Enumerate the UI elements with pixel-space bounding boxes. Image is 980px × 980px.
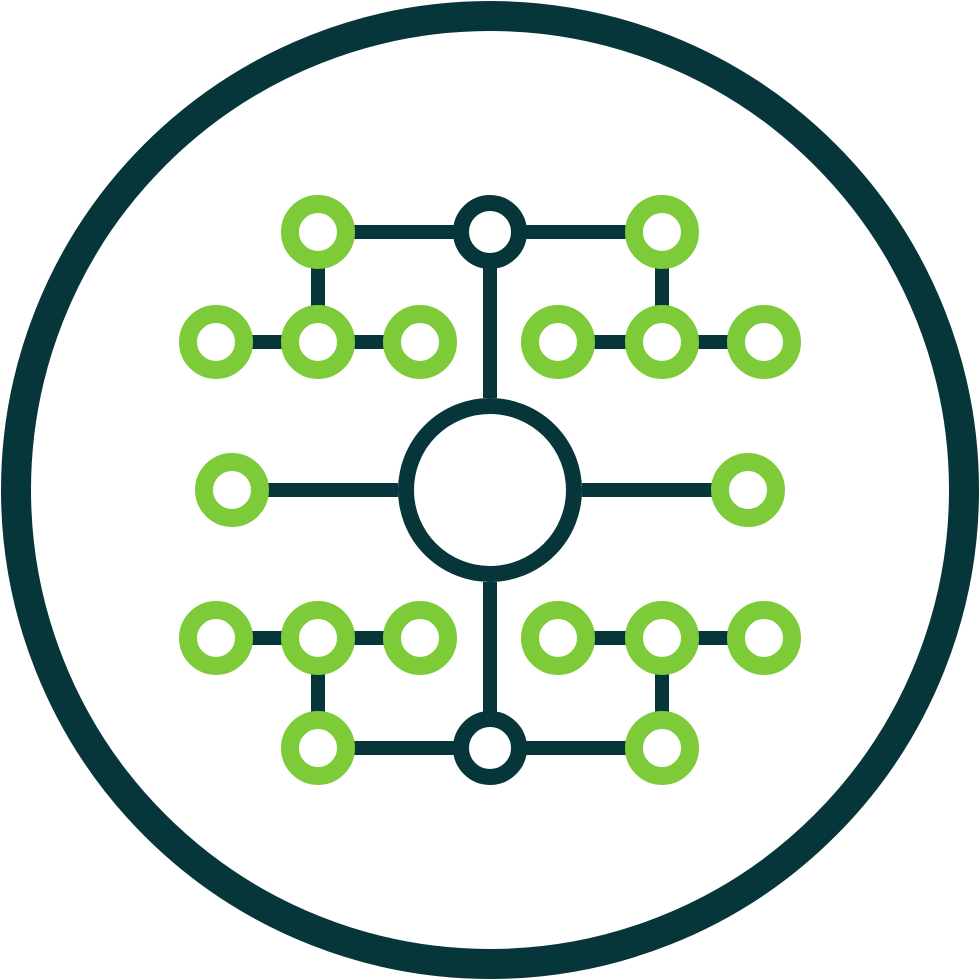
leaf-nodes <box>179 195 801 785</box>
leaf-node <box>727 305 801 379</box>
top-hub-node <box>453 195 527 269</box>
leaf-node <box>179 601 253 675</box>
leaf-node <box>625 601 699 675</box>
leaf-node <box>521 305 595 379</box>
leaf-node <box>383 601 457 675</box>
leaf-node <box>625 711 699 785</box>
leaf-node <box>383 305 457 379</box>
leaf-node <box>521 601 595 675</box>
leaf-node <box>727 601 801 675</box>
central-hub-node <box>398 398 582 582</box>
leaf-node <box>625 195 699 269</box>
leaf-node <box>281 305 355 379</box>
leaf-node <box>281 195 355 269</box>
leaf-node <box>625 305 699 379</box>
bottom-hub-node <box>453 711 527 785</box>
leaf-node <box>281 601 355 675</box>
leaf-node <box>195 453 269 527</box>
leaf-node <box>711 453 785 527</box>
leaf-node <box>179 305 253 379</box>
leaf-node <box>281 711 355 785</box>
hub-nodes <box>398 195 582 785</box>
